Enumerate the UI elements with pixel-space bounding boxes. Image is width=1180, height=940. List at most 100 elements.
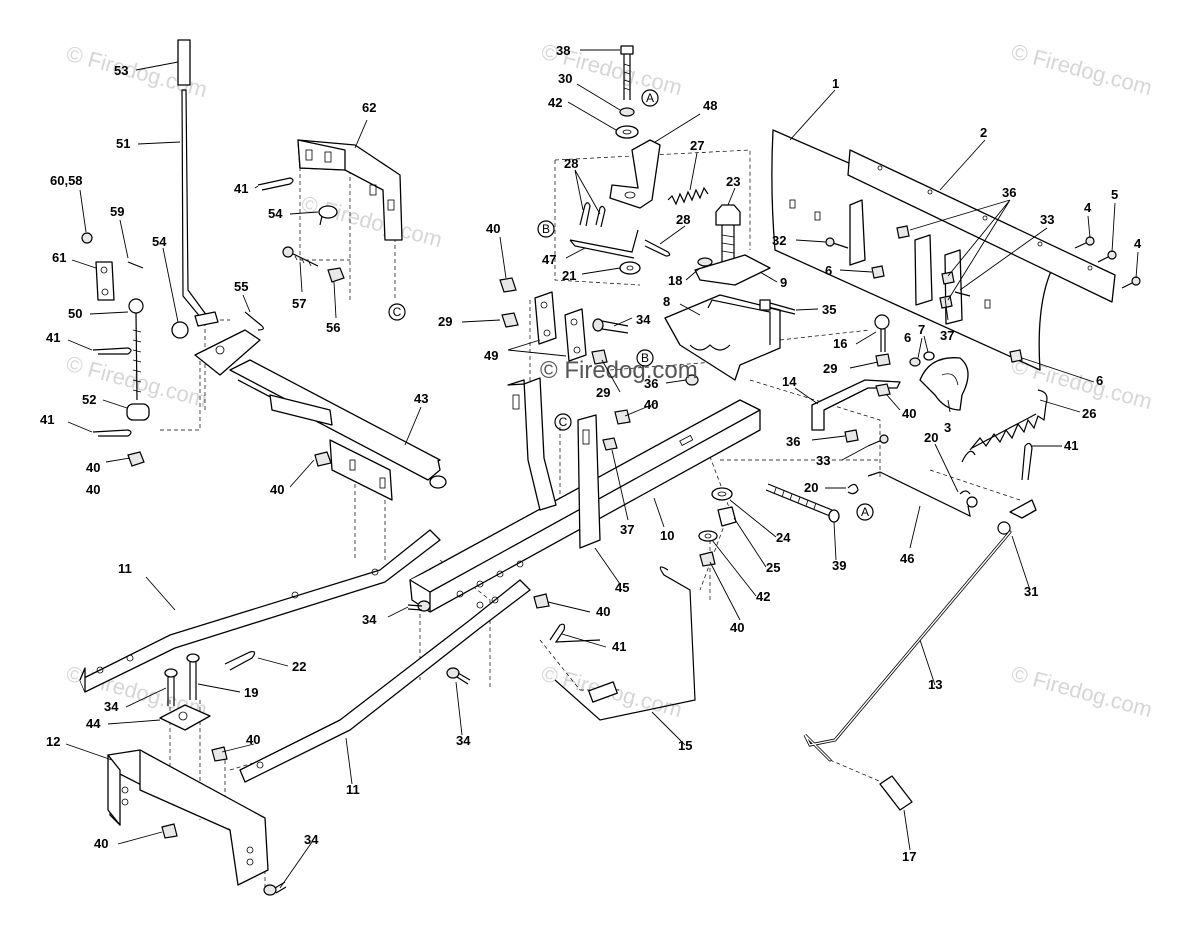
- callout: 23: [726, 174, 740, 189]
- callout: 62: [362, 100, 376, 115]
- callout: 33: [1040, 212, 1054, 227]
- right-rail: [239, 579, 531, 783]
- lock-nut: [499, 277, 517, 293]
- lock-washer: [619, 107, 635, 117]
- hex-bolt-23: [715, 204, 741, 226]
- callout: 1: [832, 76, 839, 91]
- spring-pin: [244, 311, 264, 331]
- callout: 40: [730, 620, 744, 635]
- callout: 40: [486, 221, 500, 236]
- flat-washer: [615, 125, 639, 139]
- washer-21: [619, 261, 641, 275]
- callout: 46: [900, 551, 914, 566]
- callout: 32: [772, 233, 786, 248]
- callout: 17: [902, 849, 916, 864]
- callout: 56: [326, 320, 340, 335]
- eye-bolt: [135, 312, 138, 401]
- lever-handle-grip: [177, 39, 191, 86]
- callout: 49: [484, 348, 498, 363]
- callout: 29: [596, 385, 610, 400]
- leader-lines: [65, 49, 1139, 889]
- callout: 41: [612, 639, 626, 654]
- washer-24: [711, 487, 733, 501]
- bracket-9: [694, 254, 771, 286]
- callout: 20: [804, 480, 818, 495]
- callout: 40: [902, 406, 916, 421]
- bracket-3: [919, 357, 969, 411]
- rockshaft-arm: [194, 329, 261, 376]
- callout: 13: [928, 677, 942, 692]
- ref-circle-label: A: [861, 505, 869, 519]
- callout: 10: [660, 528, 674, 543]
- callout: 22: [292, 659, 306, 674]
- callout: 52: [82, 392, 96, 407]
- callout: 11: [346, 782, 360, 797]
- center-watermark: © Firedog.com: [540, 357, 698, 384]
- callout: 11: [118, 561, 132, 576]
- callout: 54: [268, 206, 283, 221]
- plate-44: [159, 704, 211, 731]
- upright-left: [507, 377, 557, 511]
- left-rail: [79, 529, 441, 693]
- callout: 40: [644, 397, 658, 412]
- callout: 6: [1096, 373, 1103, 388]
- pivot-plates: [499, 277, 699, 425]
- nut: [327, 267, 345, 283]
- callout: 29: [823, 361, 837, 376]
- callout: 51: [116, 136, 130, 151]
- callout: 47: [542, 252, 556, 267]
- callout: 60,58: [50, 173, 83, 188]
- bolt-38: [620, 45, 634, 55]
- callout-labels: 53 51 60,58 59 61 54 50 41 41 52 40 40 6…: [40, 43, 1142, 864]
- callout: 4: [1134, 236, 1142, 251]
- callout: 37: [940, 328, 954, 343]
- ref-circle-label: C: [393, 305, 402, 319]
- callout: 28: [676, 212, 690, 227]
- callout: 40: [94, 836, 108, 851]
- callout: 29: [438, 314, 452, 329]
- callout: 40: [246, 732, 260, 747]
- lift-lever-rod: [181, 89, 211, 325]
- callout: 61: [52, 250, 66, 265]
- callout: 42: [756, 589, 770, 604]
- callout: 41: [40, 412, 54, 427]
- center-bracket-parts: [664, 204, 796, 381]
- wear-bar: [847, 149, 1116, 303]
- callout: 36: [786, 434, 800, 449]
- lever-link-plate: [95, 261, 115, 301]
- callout: 18: [668, 273, 682, 288]
- callout: 6: [904, 330, 911, 345]
- callout: 41: [1064, 438, 1078, 453]
- callout: 4: [1084, 200, 1092, 215]
- watermark: © Firedog.com: [1009, 661, 1155, 723]
- callout: 44: [86, 716, 101, 731]
- callout: 38: [556, 43, 570, 58]
- callout: 2: [980, 125, 987, 140]
- callout: 9: [780, 275, 787, 290]
- bracket-48: [609, 139, 661, 209]
- lower-center-parts: [407, 483, 840, 721]
- callout: 19: [244, 685, 258, 700]
- callout: 33: [816, 453, 830, 468]
- handle-grip-17: [879, 775, 913, 811]
- callout: 59: [110, 204, 124, 219]
- callout: 34: [104, 699, 119, 714]
- callout: 28: [564, 156, 578, 171]
- callout: 34: [456, 733, 471, 748]
- callout: 20: [924, 430, 938, 445]
- callout: 40: [86, 460, 100, 475]
- plow-blade-assembly: [771, 129, 1141, 371]
- lower-left-bracket: [107, 651, 287, 896]
- plate-8: [664, 294, 781, 381]
- lift-lever-assembly: [81, 39, 219, 467]
- top-center-parts: [569, 45, 709, 275]
- bolt: [127, 261, 144, 269]
- callout: 36: [644, 376, 658, 391]
- lock-nut: [127, 451, 145, 467]
- callout: 6: [825, 263, 832, 278]
- bracket-14: [811, 379, 901, 431]
- callout: 41: [46, 330, 60, 345]
- rockshaft-assembly: [194, 329, 447, 501]
